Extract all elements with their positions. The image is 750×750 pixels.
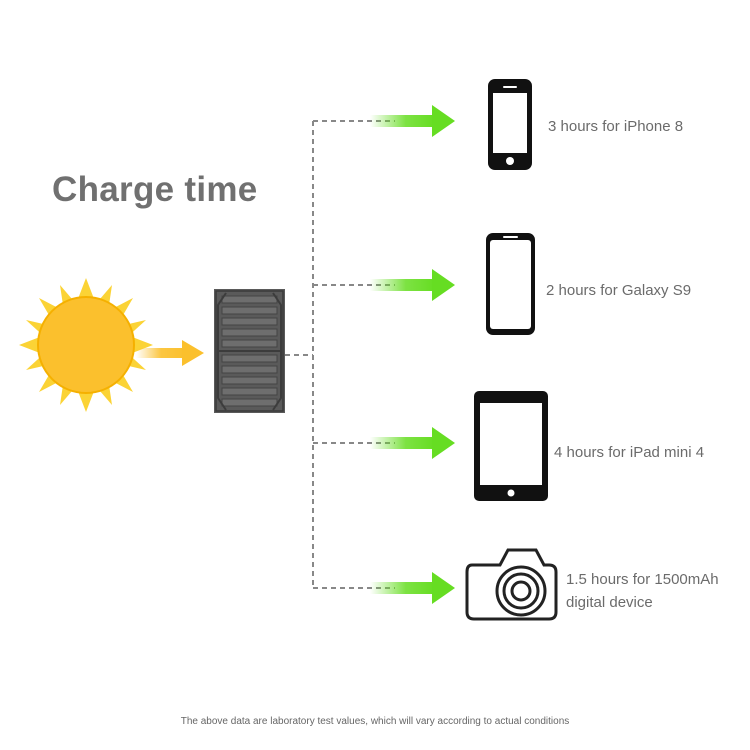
connector-lines — [285, 120, 395, 589]
device-label-galaxy: 2 hours for Galaxy S9 — [546, 282, 692, 299]
tablet-icon — [474, 391, 548, 501]
device-label-camera-line2: digital device — [566, 594, 653, 611]
device-label-ipad: 4 hours for iPad mini 4 — [554, 444, 705, 461]
camera-icon — [465, 548, 558, 621]
arrow-camera — [370, 572, 455, 604]
sun-icon — [19, 278, 153, 412]
iphone-icon — [488, 79, 532, 170]
device-label-camera: 1.5 hours for 1500mAh digital device — [566, 568, 719, 614]
page-title: Charge time — [52, 170, 258, 209]
sun-arrow — [136, 340, 204, 366]
device-label-camera-line1: 1.5 hours for 1500mAh — [566, 571, 719, 588]
solar-panel-icon — [214, 289, 285, 413]
device-label-iphone: 3 hours for iPhone 8 — [548, 118, 684, 135]
galaxy-phone-icon — [486, 233, 535, 335]
arrow-galaxy — [370, 269, 455, 301]
footer-note: The above data are laboratory test value… — [180, 716, 570, 727]
arrow-iphone — [370, 105, 455, 137]
arrow-ipad — [370, 427, 455, 459]
